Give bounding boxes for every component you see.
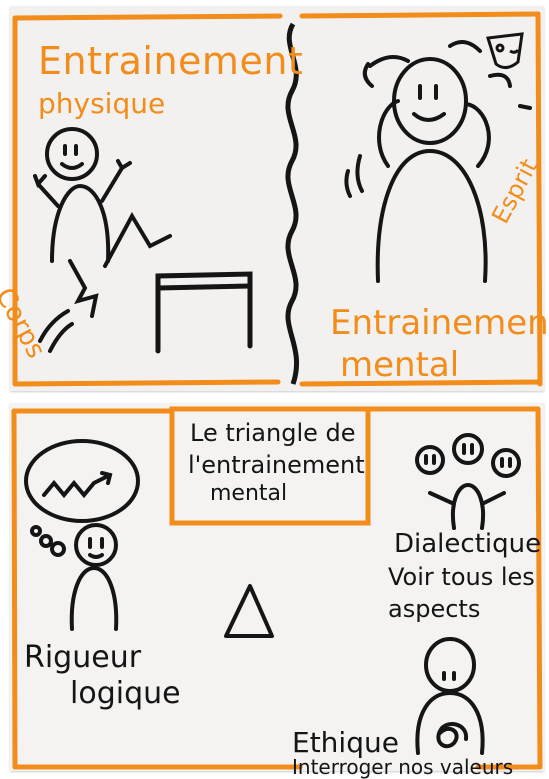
dialectic-arms — [428, 491, 506, 505]
dialectic-body — [451, 482, 485, 530]
question-values-label: Interroger nos valeurs — [292, 755, 514, 779]
juggling-ball-3 — [491, 448, 521, 478]
mental-training-title: Entrainement — [330, 303, 549, 343]
thinker-motion-lines — [344, 154, 364, 198]
athlete-left-arm — [33, 174, 60, 208]
thinker-smile — [412, 112, 446, 122]
thinker-eyes — [418, 84, 438, 100]
bottom-panel-left-frame — [11, 408, 18, 770]
mental-training-subtitle: mental — [340, 345, 460, 385]
juggling-ball-1 — [415, 445, 445, 475]
wavy-divider — [285, 22, 300, 385]
see-all-aspects-line1: Voir tous les — [388, 563, 535, 591]
bottom-panel: Le triangle de l'entrainement mental Rig… — [10, 403, 544, 777]
logic-figure — [24, 439, 140, 631]
athlete-figure — [33, 127, 172, 353]
ethics-label: Ethique — [292, 726, 399, 759]
logic-eyes — [88, 537, 104, 549]
mind-cup-icon — [486, 32, 524, 69]
athlete-smile — [60, 162, 84, 170]
thinker-body — [375, 148, 488, 283]
thinker-figure — [344, 40, 532, 283]
dialectic-figure — [415, 433, 521, 530]
ethics-head — [424, 637, 476, 693]
triangle-title-line1: Le triangle de — [190, 419, 356, 447]
physical-training-subtitle: physique — [38, 87, 166, 120]
logic-label: logique — [70, 676, 181, 711]
bottom-frame-line-left — [12, 379, 281, 387]
motion-lines — [38, 309, 74, 353]
ethics-body — [415, 690, 485, 755]
thinker-head — [392, 57, 468, 145]
top-panel: Entrainement physique Corps Esprit Entra… — [0, 6, 549, 391]
thought-bubble — [24, 439, 140, 523]
triangle-title-line3: mental — [210, 481, 288, 506]
thinker-left-arm — [377, 99, 400, 168]
top-frame-line-left — [12, 13, 283, 21]
triangle-icon — [224, 584, 274, 638]
juggling-ball-2 — [452, 433, 484, 465]
thinker-right-arm — [464, 102, 491, 168]
athlete-body — [50, 183, 111, 263]
ethics-figure — [415, 637, 485, 755]
logic-body — [69, 565, 119, 631]
physical-training-title: Entrainement — [38, 39, 304, 83]
logic-smile — [88, 553, 104, 559]
thinking-lines — [362, 40, 532, 110]
athlete-leg-2 — [103, 211, 172, 268]
title-box-frame — [169, 406, 371, 526]
see-all-aspects-line2: aspects — [388, 595, 481, 623]
athlete-head — [45, 127, 99, 181]
bottom-panel-right-frame — [535, 406, 543, 770]
hurdle — [155, 271, 253, 354]
dialectic-label: Dialectique — [394, 529, 542, 559]
bottom-panel-drawing — [11, 406, 543, 770]
logic-head — [74, 523, 118, 567]
athlete-right-arm — [100, 159, 132, 203]
top-panel-drawing — [12, 11, 543, 387]
top-frame-line-right — [299, 11, 541, 19]
athlete-leg-1 — [68, 259, 99, 318]
triangle-title-line2: l'entrainement — [188, 451, 365, 479]
right-frame-line — [535, 11, 543, 387]
spiral-icon — [436, 722, 469, 749]
athlete-eyes — [63, 144, 78, 156]
zigzag-arrow-icon — [42, 471, 113, 499]
bottom-frame-line-right — [299, 379, 543, 387]
rigor-label: Rigueur — [24, 640, 142, 675]
